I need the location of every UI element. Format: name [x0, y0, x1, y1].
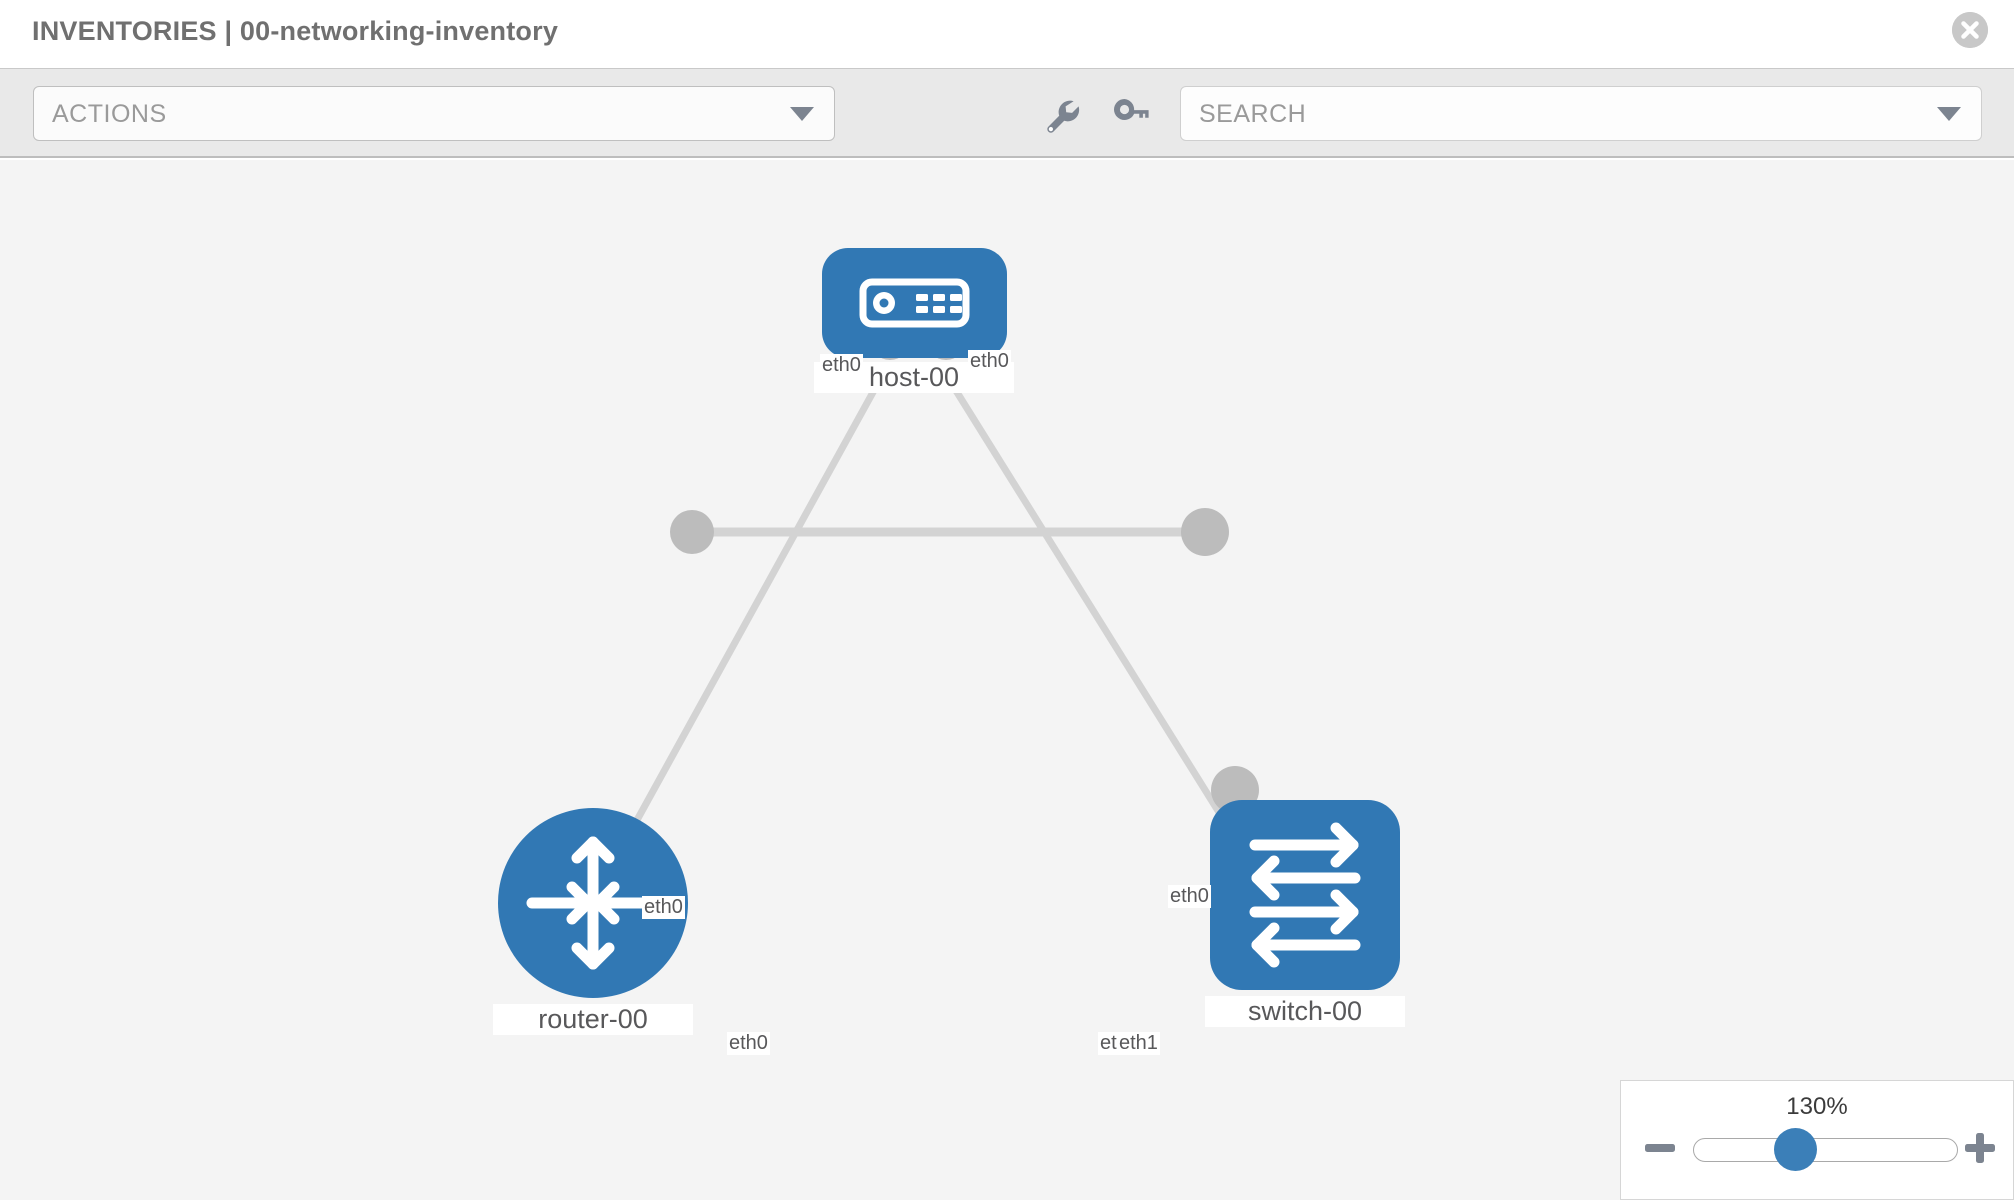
key-icon[interactable]: [1108, 93, 1150, 135]
actions-dropdown-label: ACTIONS: [52, 100, 167, 128]
topology-canvas[interactable]: host-00 eth0 eth0: [0, 160, 2014, 1200]
port-label-host-right: eth0: [968, 350, 1011, 373]
zoom-slider-thumb[interactable]: [1774, 1128, 1817, 1171]
server-icon: [859, 278, 970, 328]
port-label-switch-up: eth0: [1168, 885, 1211, 908]
page-header: INVENTORIES | 00-networking-inventory: [0, 0, 2014, 68]
port-label-switch-left: eth1: [1117, 1032, 1160, 1055]
zoom-out-button[interactable]: [1643, 1131, 1677, 1165]
toolbar: ACTIONS SEARCH: [0, 68, 2014, 158]
switch-node-shape: [1210, 800, 1400, 990]
zoom-slider-track[interactable]: [1693, 1138, 1958, 1162]
node-label-switch-00: switch-00: [1205, 996, 1405, 1027]
zoom-in-button[interactable]: [1963, 1131, 1997, 1165]
link-host00-router00: [611, 363, 892, 862]
topology-links: [611, 320, 1259, 862]
port-label-host-left: eth0: [820, 354, 863, 377]
host-node-shape: [822, 248, 1007, 358]
link-host00-switch00: [937, 363, 1238, 840]
port-label-router-up: eth0: [642, 896, 685, 919]
chevron-down-icon: [790, 106, 814, 121]
actions-dropdown[interactable]: ACTIONS: [33, 86, 835, 141]
close-icon[interactable]: [1952, 12, 1988, 48]
zoom-level-value: 130%: [1786, 1093, 1848, 1120]
port-knob-router-right: [670, 510, 714, 554]
node-label-router-00: router-00: [493, 1004, 693, 1035]
chevron-down-icon: [1937, 106, 1961, 121]
node-host-00[interactable]: host-00: [814, 248, 1014, 393]
page-title: INVENTORIES | 00-networking-inventory: [32, 16, 559, 46]
port-knob-switch-left: [1181, 508, 1229, 556]
node-switch-00[interactable]: switch-00: [1205, 800, 1405, 1027]
topology-graph: host-00 eth0 eth0: [0, 160, 2014, 1200]
search-input[interactable]: SEARCH: [1180, 86, 1982, 141]
search-placeholder: SEARCH: [1199, 100, 1307, 128]
zoom-control-panel: 130%: [1620, 1080, 2014, 1200]
wrench-icon[interactable]: [1040, 93, 1082, 135]
port-label-router-right: eth0: [727, 1032, 770, 1055]
switch-arrows-icon: [1249, 822, 1361, 968]
